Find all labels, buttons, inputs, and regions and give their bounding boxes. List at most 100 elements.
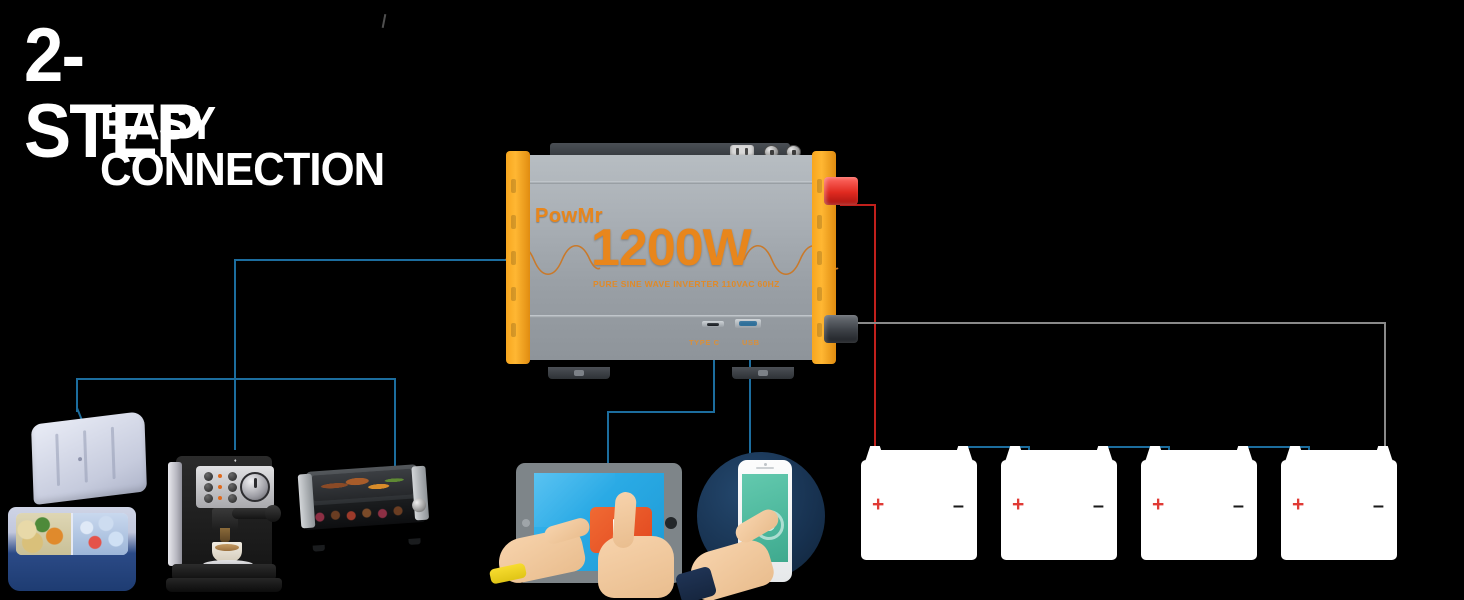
battery-link-1-2-top [965, 446, 1030, 448]
dust-speck [381, 13, 387, 29]
espresso-brew-group [212, 508, 238, 530]
appliance-cooler-box[interactable] [8, 410, 148, 593]
espresso-led-2 [218, 485, 222, 489]
headline-primary: 2-STEP [24, 13, 203, 174]
ac-wire-cooler-drop [76, 378, 78, 412]
espresso-cup [212, 542, 242, 562]
grill-side-panel-right [411, 465, 430, 521]
cooler-lid-screw [78, 456, 83, 462]
cooler-ice-compartment [71, 513, 128, 555]
espresso-coffee-stream [220, 528, 230, 542]
phone-earpiece [756, 467, 774, 469]
battery-2-case [1001, 460, 1117, 560]
battery-1-negative-post[interactable] [953, 446, 973, 462]
dc-positive-wire-top [840, 204, 876, 206]
typec-wire-vertical-lower [607, 411, 609, 469]
battery-4-case [1281, 460, 1397, 560]
battery-3[interactable]: + – [1141, 446, 1257, 560]
grill-foot-right [408, 538, 421, 545]
inverter-chassis: PowMr 1200W PURE SINE WAVE INVERTER 110V… [505, 155, 839, 360]
inverter-foot-right [732, 367, 794, 379]
tablet-home-button[interactable] [665, 517, 677, 529]
grill-skewers [308, 502, 421, 526]
inverter-left-bumper [506, 151, 530, 364]
inverter-brand-logo: PowMr [535, 205, 604, 227]
typec-wire-vertical-upper [713, 330, 715, 412]
battery-1[interactable]: + – [861, 446, 977, 560]
battery-4[interactable]: + – [1281, 446, 1397, 560]
hand-tablet-left [488, 512, 592, 600]
battery-4-positive-post[interactable] [1285, 446, 1305, 462]
ac-outlet-1[interactable] [730, 145, 754, 158]
battery-2-positive-post[interactable] [1005, 446, 1025, 462]
usb-port-hole [739, 321, 757, 326]
espresso-led-1 [218, 474, 222, 478]
headline-secondary: EASY CONNECTION [100, 97, 385, 195]
battery-4-minus-symbol: – [1372, 495, 1384, 517]
battery-4-negative-post[interactable] [1373, 446, 1393, 462]
battery-2-plus-symbol: + [1012, 493, 1025, 516]
typec-wire-horizontal [607, 411, 715, 413]
espresso-control-panel[interactable] [196, 466, 274, 508]
usb-port-label: USB [742, 338, 760, 347]
usb-wire-vertical [749, 330, 751, 458]
hand-phone [674, 505, 786, 600]
phone-front-camera [764, 463, 767, 466]
battery-1-positive-post[interactable] [865, 446, 885, 462]
grill-cooking-plate [311, 468, 414, 502]
battery-3-negative-post[interactable] [1233, 446, 1253, 462]
battery-2-negative-post[interactable] [1093, 446, 1113, 462]
type-c-port-hole [707, 323, 719, 326]
ac-wire-main-drop [234, 259, 236, 380]
espresso-knob-group [202, 471, 244, 503]
espresso-knob-5[interactable] [228, 483, 237, 492]
inverter-device[interactable]: PowMr 1200W PURE SINE WAVE INVERTER 110V… [505, 143, 858, 379]
espresso-selector-dial[interactable] [240, 472, 270, 502]
espresso-brand-mark: ♦ [234, 458, 237, 464]
espresso-drip-tray [172, 564, 276, 580]
espresso-knob-1[interactable] [204, 472, 213, 481]
cooler-compartments [16, 513, 128, 555]
inverter-power-rating: 1200W [591, 219, 752, 277]
battery-3-positive-post[interactable] [1145, 446, 1165, 462]
battery-3-plus-symbol: + [1152, 493, 1165, 516]
battery-4-plus-symbol: + [1292, 493, 1305, 516]
battery-1-minus-symbol: – [952, 495, 964, 517]
espresso-steam-arm[interactable] [232, 505, 281, 522]
espresso-base [166, 578, 282, 592]
espresso-led-3 [218, 496, 222, 500]
espresso-knob-2[interactable] [204, 483, 213, 492]
dc-negative-wire-drop [1384, 322, 1386, 452]
battery-link-2-3-top [1105, 446, 1170, 448]
dc-negative-terminal[interactable] [824, 315, 858, 343]
cooler-base [8, 507, 136, 591]
dc-positive-terminal[interactable] [824, 177, 858, 205]
battery-3-minus-symbol: – [1232, 495, 1244, 517]
espresso-water-tank [168, 462, 182, 566]
ac-wire-grill-drop [394, 378, 396, 470]
dc-positive-wire-drop [874, 204, 876, 451]
battery-link-3-4-top [1245, 446, 1310, 448]
cooler-food-compartment [16, 513, 71, 555]
tablet-front-camera [522, 519, 530, 527]
espresso-knob-4[interactable] [228, 472, 237, 481]
espresso-knob-6[interactable] [228, 494, 237, 503]
inverter-foot-left [548, 367, 610, 379]
inverter-spec-line: PURE SINE WAVE INVERTER 110VAC 60HZ [593, 279, 780, 289]
ac-wire-branch-bus [76, 378, 396, 380]
battery-1-case [861, 460, 977, 560]
appliance-espresso-machine[interactable]: ♦ [162, 446, 286, 600]
cooler-lid [31, 410, 147, 506]
battery-3-case [1141, 460, 1257, 560]
ac-wire-espresso-drop [234, 378, 236, 450]
battery-2[interactable]: + – [1001, 446, 1117, 560]
ac-wire-main-horizontal [234, 259, 510, 261]
type-c-port-label: TYPE C [689, 338, 720, 347]
grill-foot-left [312, 544, 326, 552]
battery-2-minus-symbol: – [1092, 495, 1104, 517]
espresso-knob-3[interactable] [204, 494, 213, 503]
appliance-electric-grill[interactable] [297, 464, 431, 552]
battery-1-plus-symbol: + [872, 493, 885, 516]
dc-negative-wire-run [845, 322, 1386, 324]
